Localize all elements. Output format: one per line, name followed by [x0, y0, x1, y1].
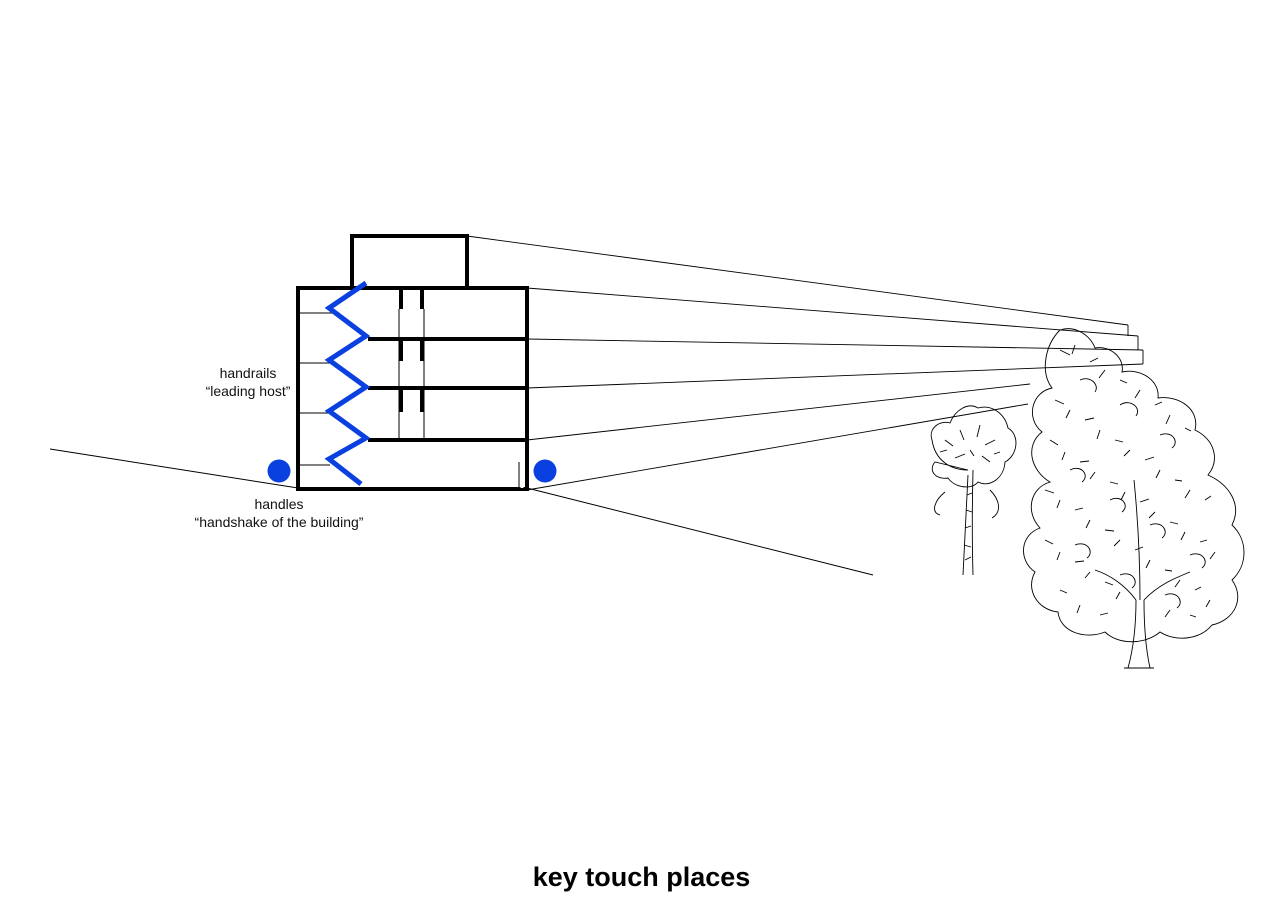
handrails-title: handrails — [219, 365, 277, 381]
handles-title: handles — [254, 496, 304, 512]
handrails-label: handrails “leading host” — [195, 364, 301, 400]
perspective-lines — [466, 235, 1144, 491]
handrails-subtitle: “leading host” — [205, 383, 291, 399]
handle-dot-left — [267, 459, 291, 483]
page-title: key touch places — [532, 862, 751, 892]
handrail-zigzag — [324, 280, 371, 486]
birch-tree-icon — [930, 405, 1017, 576]
handles-subtitle: “handshake of the building” — [194, 514, 364, 530]
handle-dot-right — [533, 459, 557, 483]
handles-label: handles “handshake of the building” — [170, 495, 388, 531]
building-section — [296, 234, 529, 491]
deciduous-tree-icon — [1023, 328, 1245, 669]
ground-line — [49, 448, 874, 576]
